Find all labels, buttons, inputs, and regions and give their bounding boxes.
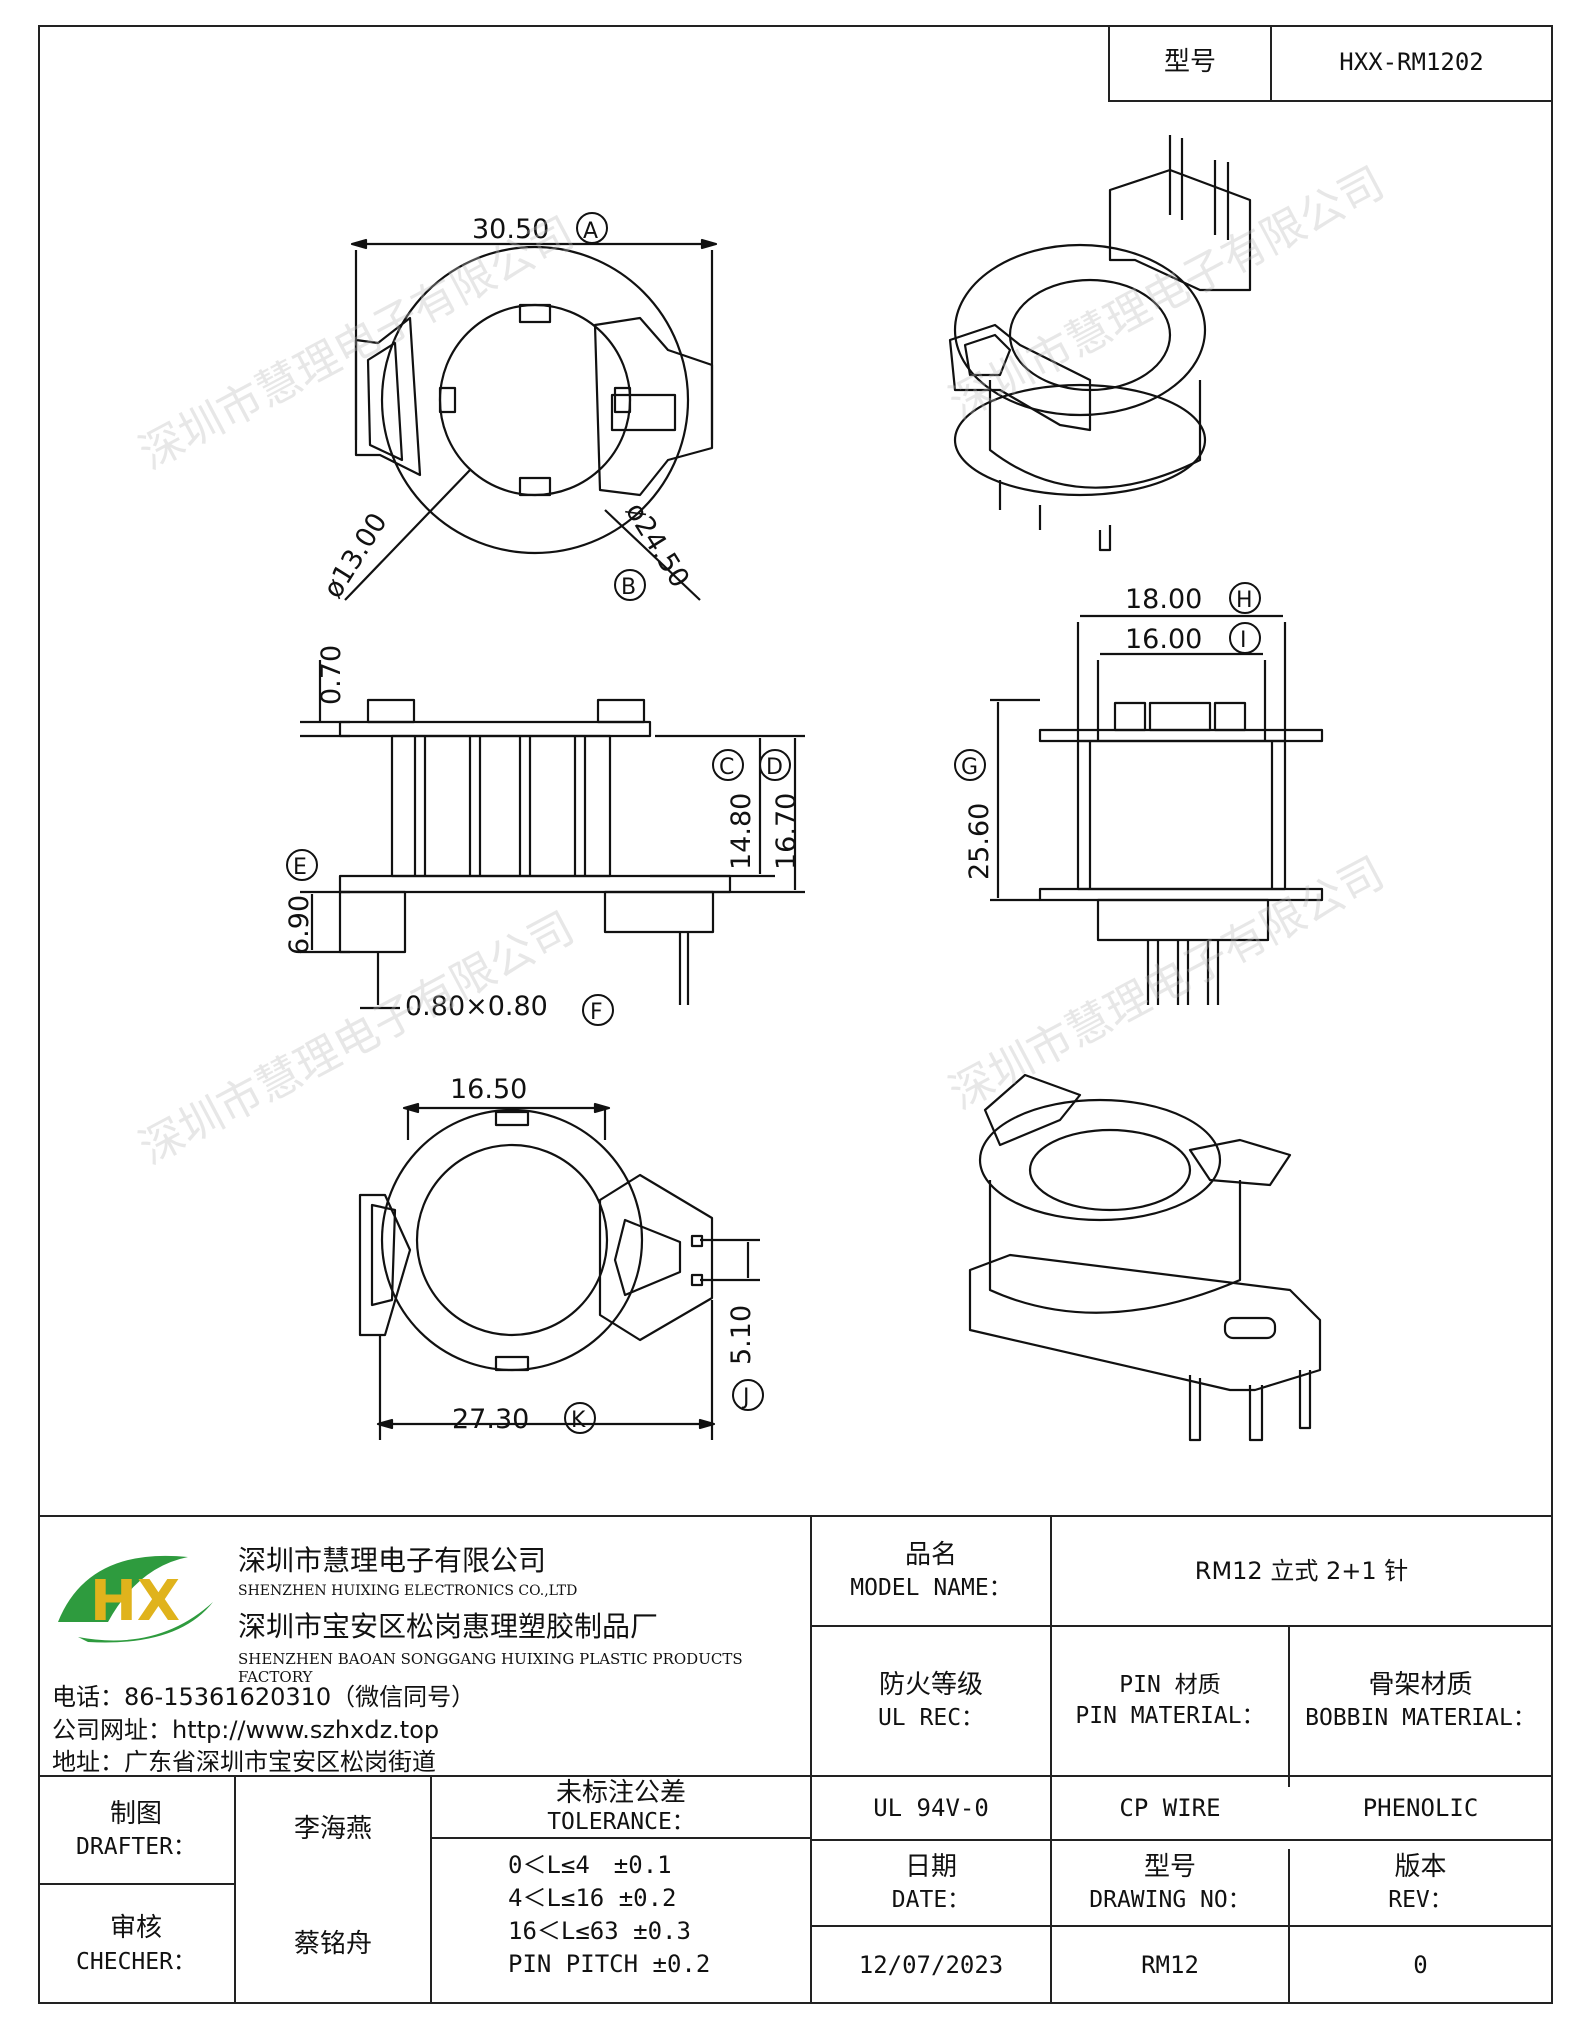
top-view xyxy=(344,238,718,601)
dim-i: 16.00 xyxy=(1125,624,1202,655)
ul-rec-value: UL 94V-0 xyxy=(873,1793,989,1822)
bottom-view xyxy=(358,1102,760,1440)
tolerance-label: 未标注公差 TOLERANCE： xyxy=(547,1777,695,1835)
dim-c: 14.80 xyxy=(726,793,757,870)
dim-j: 5.10 xyxy=(726,1305,757,1365)
company-phone: 电话：86-15361620310（微信同号） xyxy=(52,1683,476,1711)
tolerance-list: 0＜L≤4 ±0.1 4＜L≤16 ±0.2 16＜L≤63 ±0.3 PIN … xyxy=(508,1849,808,1981)
dim-b-tag: B xyxy=(621,575,636,600)
pin-material-label: PIN 材质 PIN MATERIAL： xyxy=(1075,1671,1265,1729)
drafter-label: 制图 DRAFTER： xyxy=(76,1798,196,1861)
front-view xyxy=(990,614,1324,1005)
dimension-labels: 30.50 A ø13.00 ø24.50 B 18.00 H 16.00 I … xyxy=(284,212,1261,1435)
tolerance-line: PIN PITCH ±0.2 xyxy=(508,1950,711,1978)
dim-top-plate: 0.70 xyxy=(316,645,347,705)
dim-i-tag: I xyxy=(1240,628,1247,653)
dim-g: 25.60 xyxy=(964,803,995,880)
model-name-label: 品名 MODEL NAME： xyxy=(850,1539,1012,1602)
rev-value: 0 xyxy=(1413,1951,1428,1980)
grid-line xyxy=(430,1775,432,2004)
isometric-bottom xyxy=(968,1073,1322,1442)
company-website: 公司网址：http://www.szhxdz.top xyxy=(52,1716,440,1744)
dim-f-tag: F xyxy=(590,1000,603,1025)
grid-line xyxy=(810,1625,1551,1627)
isometric-top xyxy=(948,135,1252,552)
grid-line xyxy=(810,1925,1551,1927)
dim-j-tag: J xyxy=(741,1385,750,1410)
grid-line xyxy=(234,1775,236,2004)
model-header-value: HXX-RM1202 xyxy=(1339,48,1484,77)
company-logo: HX xyxy=(58,1555,213,1643)
dim-a-tag: A xyxy=(583,219,598,244)
side-view xyxy=(300,660,805,1010)
pin-material-value: CP WIRE xyxy=(1119,1793,1221,1822)
company-name-en: SHENZHEN HUIXING ELECTRONICS CO.,LTD xyxy=(238,1583,578,1599)
dim-f: 0.80×0.80 xyxy=(405,991,548,1022)
dim-k: 27.30 xyxy=(452,1404,529,1435)
dim-c-tag: C xyxy=(719,755,734,780)
grid-line xyxy=(430,1837,810,1839)
model-header-box: 型号 HXX-RM1202 xyxy=(1108,25,1553,102)
ul-rec-label: 防火等级 UL REC： xyxy=(877,1669,985,1732)
drawing-frame xyxy=(38,25,1553,2004)
dim-e-tag: E xyxy=(293,855,307,880)
title-block: HX 深圳市慧理电子有限公司 SHENZHEN HUIXING ELECTRON… xyxy=(38,1515,1553,2004)
dim-k-tag: K xyxy=(571,1408,586,1433)
grid-line xyxy=(810,1517,812,2004)
dim-d-tag: D xyxy=(766,755,783,780)
logo-text: HX xyxy=(90,1569,180,1634)
grid-line xyxy=(1288,1625,1290,1787)
date-label: 日期 DATE： xyxy=(891,1851,971,1914)
company-address: 地址：广东省深圳市宝安区松岗街道 xyxy=(52,1748,436,1776)
company-info: HX 深圳市慧理电子有限公司 SHENZHEN HUIXING ELECTRON… xyxy=(38,1517,810,1776)
grid-line xyxy=(810,1839,1551,1841)
drawing-no-label: 型号 DRAWING NO： xyxy=(1089,1851,1251,1914)
bobbin-drawing: 30.50 A ø13.00 ø24.50 B 18.00 H 16.00 I … xyxy=(131,135,1393,1442)
grid-line xyxy=(38,1883,234,1885)
dim-d: 16.70 xyxy=(771,793,802,870)
dim-g-tag: G xyxy=(961,755,978,780)
checker-label: 审核 CHECHER： xyxy=(76,1913,196,1975)
tolerance-line: 0＜L≤4 ±0.1 xyxy=(508,1851,672,1879)
tolerance-line: 16＜L≤63 ±0.3 xyxy=(508,1917,691,1945)
grid-line xyxy=(38,1775,1551,1777)
model-name-value: RM12 立式 2+1 针 xyxy=(1194,1556,1409,1585)
dim-h: 18.00 xyxy=(1125,584,1202,615)
checker-value: 蔡铭舟 xyxy=(293,1928,372,1959)
bobbin-material-label: 骨架材质 BOBBIN MATERIAL： xyxy=(1305,1669,1536,1732)
watermark-2: 深圳市慧理电子有限公司 xyxy=(941,157,1392,429)
tolerance-line: 4＜L≤16 ±0.2 xyxy=(508,1884,677,1912)
bobbin-material-value: PHENOLIC xyxy=(1362,1793,1479,1822)
watermark-3: 深圳市慧理电子有限公司 xyxy=(131,902,582,1174)
dim-a: 30.50 xyxy=(472,214,549,245)
date-value: 12/07/2023 xyxy=(858,1951,1004,1980)
rev-label: 版本 REV： xyxy=(1388,1851,1453,1914)
company-name-cn: 深圳市慧理电子有限公司 xyxy=(238,1544,547,1577)
factory-name-en: SHENZHEN BAOAN SONGGANG HUIXING PLASTIC … xyxy=(238,1650,743,1686)
drawing-no-value: RM12 xyxy=(1141,1951,1199,1980)
dim-h-tag: H xyxy=(1236,588,1253,613)
dim-bottom-width: 16.50 xyxy=(450,1074,527,1105)
grid-line xyxy=(1050,1517,1052,2004)
dim-e: 6.90 xyxy=(284,895,315,955)
model-header-label: 型号 xyxy=(1110,25,1272,100)
factory-name-cn: 深圳市宝安区松岗惠理塑胶制品厂 xyxy=(238,1610,659,1643)
drafter-value: 李海燕 xyxy=(293,1814,372,1845)
